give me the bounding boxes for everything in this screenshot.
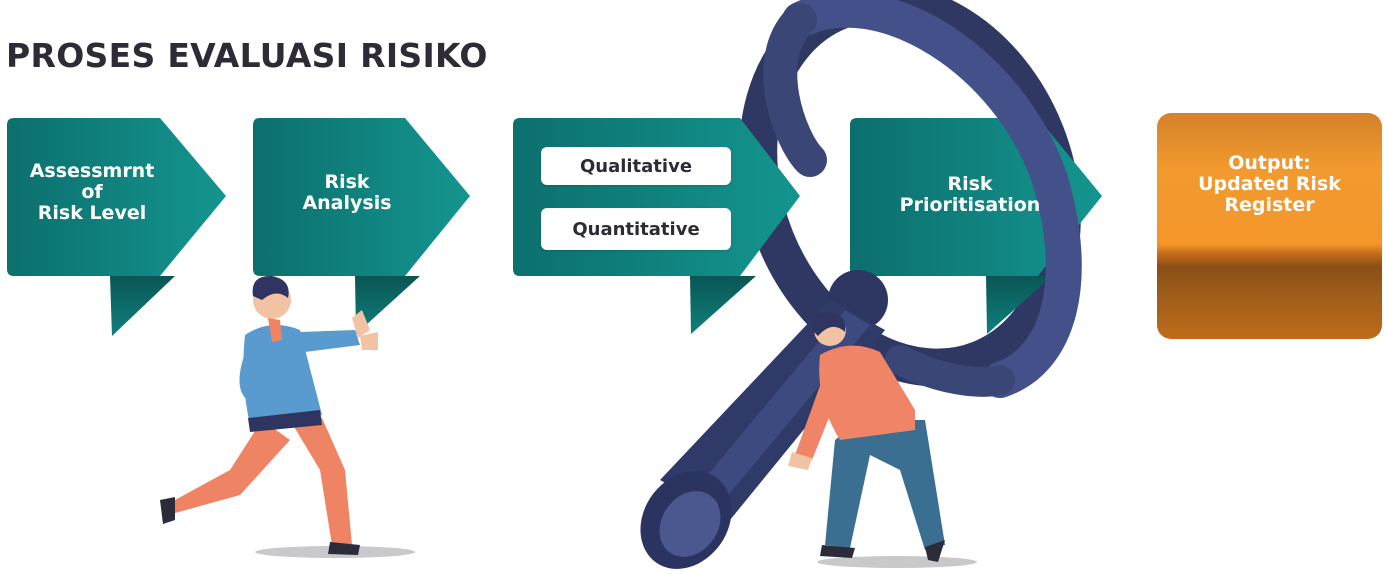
step-arrow-assessment	[7, 118, 226, 336]
output-label: Output: Updated Risk Register	[1198, 152, 1341, 216]
diagram-title: PROSES EVALUASI RISIKO	[6, 36, 488, 75]
step-label-risk-analysis: Risk Analysis	[302, 171, 392, 214]
step-arrow-risk-analysis	[253, 118, 470, 334]
step-label-prioritisation: Risk Prioritisation	[899, 173, 1041, 216]
step-label-assessment: Assessmrnt of Risk Level	[29, 160, 155, 224]
method-quantitative: Quantitative	[541, 208, 731, 250]
person-running-illustration	[160, 275, 415, 558]
person-carrying-illustration	[788, 311, 977, 568]
output-box: Output: Updated Risk Register	[1157, 113, 1382, 339]
method-qualitative: Qualitative	[541, 147, 731, 185]
